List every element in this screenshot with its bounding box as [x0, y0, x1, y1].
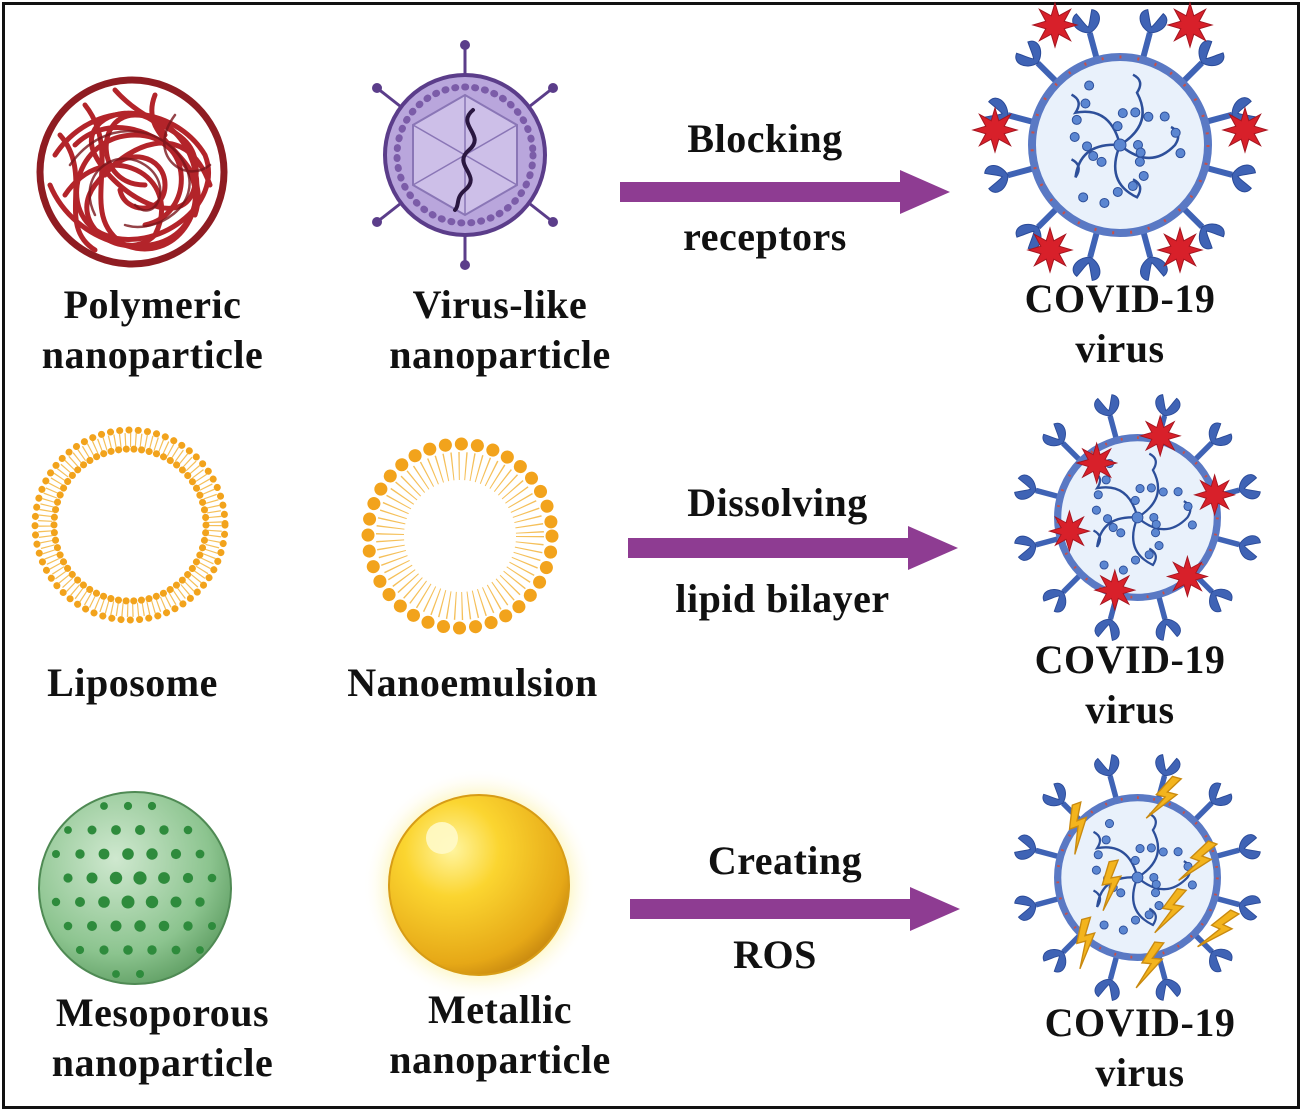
metallic-nanoparticle-icon — [363, 769, 595, 1001]
arrow-blocking-receptors — [620, 170, 950, 214]
arrow-label-top: Creating — [707, 838, 863, 883]
covid-virus-blocked-receptors-icon — [971, 1, 1269, 281]
polymeric-nanoparticle-icon — [36, 76, 228, 268]
arrow-label-top: Dissolving — [687, 480, 868, 525]
arrow-label-bottom: ROS — [733, 932, 817, 977]
arrow-label-bottom: lipid bilayer — [675, 576, 890, 621]
mesoporous-nanoparticle-icon — [38, 791, 232, 985]
covid-virus-dissolved-bilayer-icon — [1014, 394, 1261, 641]
arrow-creating-ros — [630, 887, 960, 931]
nanoemulsion-icon — [361, 437, 559, 635]
liposome-label: Liposome — [47, 660, 218, 705]
nanoemulsion-label: Nanoemulsion — [347, 660, 598, 705]
arrow-dissolving-lipid-bilayer — [628, 526, 958, 570]
covid-virus-ros-icon — [1014, 754, 1261, 1001]
arrow-label-bottom: receptors — [683, 214, 847, 259]
arrow-label-top: Blocking — [687, 116, 843, 161]
liposome-icon — [31, 426, 229, 624]
virus-like-nanoparticle-icon — [372, 40, 558, 270]
